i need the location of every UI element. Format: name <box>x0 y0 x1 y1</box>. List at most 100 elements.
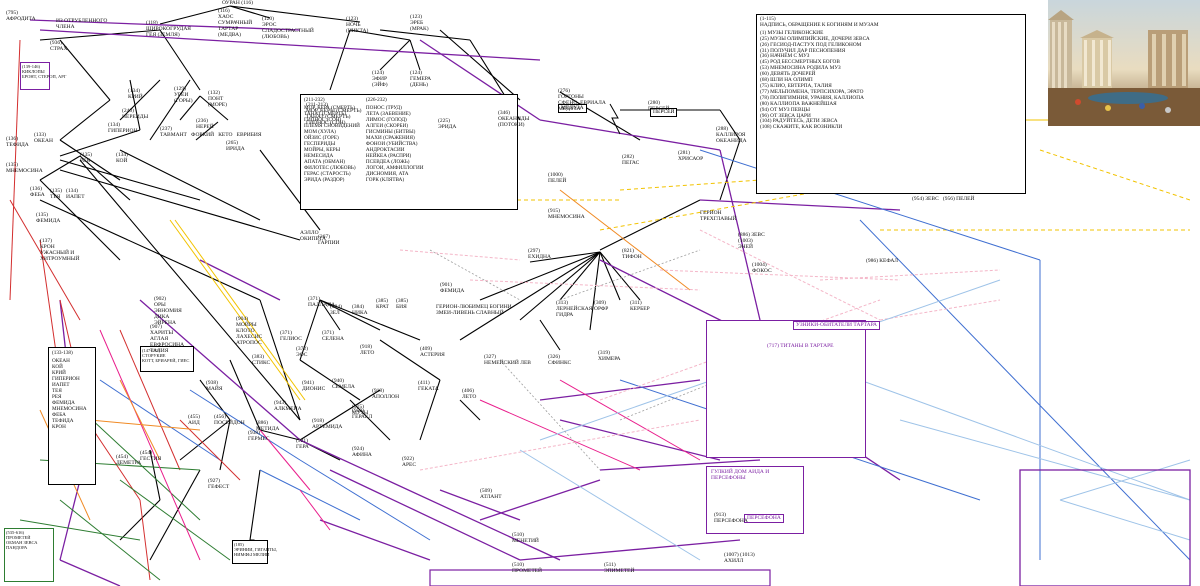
eris-line: ГОРК (КЛЯТВА) <box>365 177 405 183</box>
link-line <box>229 359 261 431</box>
link-line <box>59 559 121 586</box>
legend-lines: (1) МУЗЫ ГЕЛИКОНСКИЕ(25) МУЗЫ ОЛИМПИЙСКИ… <box>757 30 1025 133</box>
node-feba: (136) ФЕБА <box>30 186 45 198</box>
node-khrisaor: (281) ХРИСАОР <box>678 150 704 162</box>
link-line <box>59 159 201 201</box>
link-line <box>499 359 601 471</box>
gigantes-box: (185) ЭРИНИИ, ГИГАНТЫ, НИМФЫ МЕЛИИ <box>232 540 277 564</box>
night-line: НЕМЕСИДА <box>304 153 334 159</box>
eris-lines: ПОНОС (ТРУД)ЛЕТА (ЗАБВЕНИЕ)ЛИМОС (ГОЛОД)… <box>363 105 427 185</box>
titans-line: ОКЕАН <box>52 358 70 364</box>
link-line <box>859 379 1191 501</box>
legend-line: (96) ОТ ЗЕВСА ЦАРИ <box>760 112 811 119</box>
node-ekho: (1000) ПЕЛЕЙ <box>548 172 567 184</box>
node-giperion: (134) ГИПЕРИОН <box>108 122 138 134</box>
node-pegas: (282) ПЕГАС <box>622 154 640 166</box>
link-line <box>199 259 281 301</box>
legend-line: (60) ДЕВЯТЬ ДОЧЕРЕЙ <box>760 71 816 78</box>
link-line <box>39 155 81 181</box>
legend-line: (45) РОД БЕССМЕРТНЫХ БОГОВ <box>760 59 840 66</box>
link-line <box>559 379 701 461</box>
link-line <box>479 251 601 301</box>
node-ouranos: ОУРАН (116) <box>222 0 253 6</box>
legend-line: (108) СКАЖИТЕ, КАК ВОЗНИКЛИ <box>760 124 843 131</box>
eris-line: ДИСНОМИЯ, АТА <box>365 171 409 177</box>
link-line <box>299 359 361 401</box>
node-persefona: (913) ПЕРСЕФОНА <box>714 512 748 524</box>
legend-line: (36) НАЧНЁМ С МУЗ <box>760 53 810 60</box>
legend-line: (94) ОТ МУЗ ПЕВЦЫ <box>760 106 810 113</box>
node-pallada: (371) ПАЛЛАДА <box>308 296 336 308</box>
link-line <box>149 469 201 561</box>
titans-line: ТЕФИДА <box>52 418 74 424</box>
node-demetra: (454) ДЕМЕТРА <box>116 454 142 466</box>
node-iapet: (134) ИАПЕТ <box>66 188 85 200</box>
node-leto2: (406) ЛЕТО <box>462 388 477 400</box>
node-alkmena: (943) АЛКМЕНА <box>274 400 302 412</box>
link-line <box>559 419 721 461</box>
link-line <box>119 479 231 561</box>
legend-box: (1-115) НАДПИСЬ, ОБРАЩЕНИЕ К БОГИНЯМ И М… <box>756 14 1026 194</box>
node-medusa: (276) ГОРГОНЫ СФЕНО, ЕВРИАЛА МЕДУЗА <box>558 88 606 112</box>
kiklopy-text: (139-146) КИКЛОПЫ БРОНТ, СТЕРОП, АРГ <box>22 64 67 79</box>
legend-line: (104) РАДУЙТЕСЬ, ДЕТИ ЗЕВСА <box>760 118 838 125</box>
link-line <box>59 479 81 561</box>
node-zeus_mid: (886) ЗЕВС (1003) ЭНЕЙ <box>738 232 765 250</box>
node-achilles: (1007) (1013) АХИЛЛ <box>724 552 755 564</box>
link-line <box>199 379 231 421</box>
node-strakh: (936) СТРАХ <box>50 40 68 52</box>
node-bia: (385) БИЯ <box>396 298 408 310</box>
link-line <box>9 199 81 321</box>
night-line: ГЕСПЕРИДЫ <box>304 141 336 147</box>
node-gestia: (454) ГЕСТИЯ <box>140 450 162 462</box>
eris-line: АЛГЕИ (СКОРБИ) <box>365 123 408 129</box>
titans-line: ТЕЯ <box>52 388 62 394</box>
node-maia: (938) МАЙЯ <box>206 380 223 392</box>
titans-title: (133-138) <box>52 350 73 356</box>
link-line <box>409 39 421 71</box>
node-gidra: (313) ЛЕРНЕЙСКАЯ ГИДРА <box>556 300 593 318</box>
node-eros: (120) ЭРОС СЛАДОСТРАСТНЫЙ (ЛЮБОВЬ) <box>262 16 314 40</box>
link-line <box>319 299 421 341</box>
eris-title: (226-232) <box>365 97 387 103</box>
node-artemida: (918) АРТЕМИДА <box>312 418 343 430</box>
titans-line: ИАПЕТ <box>52 382 70 388</box>
link-line <box>819 269 1001 281</box>
link-line <box>29 19 301 31</box>
node-afina: (924) АФИНА <box>352 446 372 458</box>
link-line <box>259 469 361 521</box>
titans-line: КРИЙ <box>52 370 66 376</box>
node-orion: ГЕРИОН-ЛЮБИМЕЦ БОГИНИ ЗМЕИ-ЛИВЕНЬ СЛАВНЫ… <box>436 304 512 316</box>
link-line <box>1039 149 1191 201</box>
link-line <box>559 251 601 301</box>
link-line <box>229 5 361 23</box>
link-line <box>469 279 701 291</box>
eris-line: ФОНОИ (УБИЙСТВА) <box>365 141 418 147</box>
eris-line: ПОНОС (ТРУД) <box>365 105 402 111</box>
link-line <box>119 499 161 541</box>
link-line <box>439 29 521 101</box>
node-mnemo2: (135) МНЕМОСИНА <box>6 162 43 174</box>
night-title: (211-232) <box>304 97 325 103</box>
node-sfinks: (326) СФИНКС <box>548 354 572 366</box>
node-apollon: (918) АПОЛЛОН <box>372 388 400 400</box>
link-line <box>59 129 141 157</box>
link-line <box>299 299 321 361</box>
link-line <box>159 29 201 91</box>
node-eos: (372) ЭОС <box>296 346 308 358</box>
link-line <box>599 459 761 471</box>
legend-title: (1-115) НАДПИСЬ, ОБРАЩЕНИЕ К БОГИНЯМ И М… <box>760 16 879 28</box>
eris-line: ПСЕВДЕА (ЛОЖЬ) <box>365 159 410 165</box>
gigantes-text: (185) ЭРИНИИ, ГИГАНТЫ, НИМФЫ МЕЛИИ <box>234 542 277 557</box>
link-line <box>79 159 301 421</box>
node-eridn: (225) ЭРИДА <box>438 118 457 130</box>
node-gemera: (124) ГЕМЕРА (ДЕНЬ) <box>410 70 432 88</box>
node-teia: (135) ТЕЯ <box>50 188 62 200</box>
link-line <box>99 329 201 561</box>
titans-line: РЕЯ <box>52 394 62 400</box>
link-line <box>169 219 301 401</box>
node-gekata: (411) ГЕКАТА <box>418 380 439 392</box>
